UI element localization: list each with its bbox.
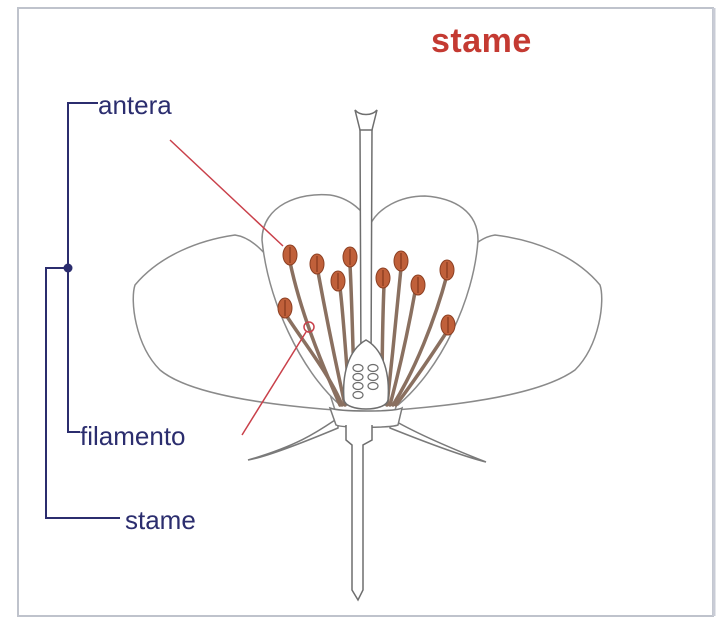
- receptacle: [330, 408, 402, 427]
- sepal-right: [390, 418, 486, 462]
- label-brackets: [46, 103, 120, 518]
- stigma: [355, 110, 377, 130]
- antera-pointer: [170, 140, 283, 246]
- diagram-title: stame: [431, 22, 532, 61]
- label-filamento: filamento: [80, 421, 186, 452]
- sepal-left: [248, 418, 338, 460]
- label-antera: antera: [98, 90, 172, 121]
- bracket-junction-dot: [64, 264, 73, 273]
- flower-stalk: [346, 425, 372, 600]
- stame-bracket: [46, 268, 120, 518]
- label-stame: stame: [125, 505, 196, 536]
- pistil-style: [360, 128, 372, 368]
- antera-filamento-bracket: [68, 103, 98, 432]
